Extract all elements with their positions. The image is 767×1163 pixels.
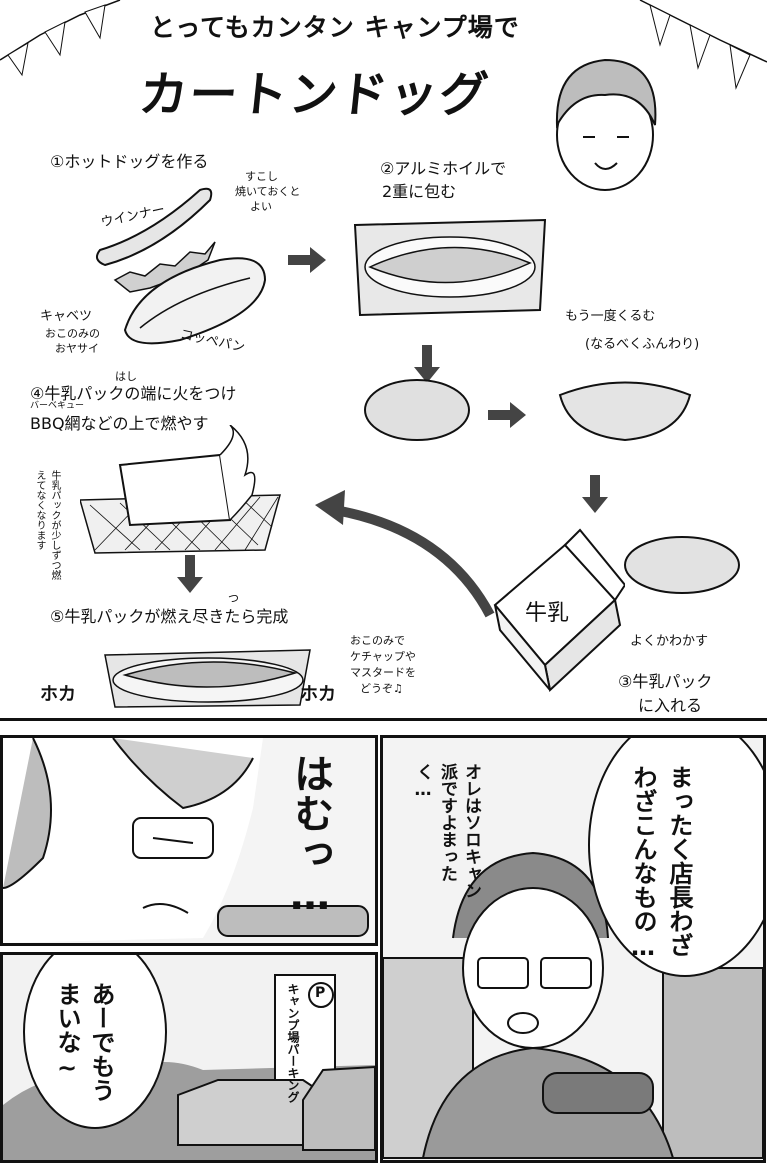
burning-carton-illustration — [80, 425, 281, 554]
eating-character-illustration — [3, 738, 369, 943]
curved-arrow-icon — [315, 490, 495, 618]
hoka-sfx-right: ホカ — [300, 684, 336, 705]
panel-character-eating: まったく店長わざわざこんなもの… オレはソロキャン派ですよまったく… — [380, 735, 766, 1163]
step-1-label: ①ホットドッグを作る — [50, 152, 209, 171]
recipe-header: とってもカンタン キャンプ場で — [150, 13, 520, 42]
arrow-down-icon — [414, 345, 440, 383]
panel-eating-closeup: はむっ… — [0, 735, 378, 946]
wiener-note-1: すこし — [245, 170, 278, 183]
hoka-sfx-left: ホカ — [40, 684, 76, 705]
sauce-note-3: マスタードを — [350, 666, 416, 679]
speech-right-text: まったく店長わざわざこんなもの… — [629, 765, 693, 961]
step-3-label-line1: ③牛乳パック — [618, 672, 713, 691]
carton-text: 牛乳 — [525, 601, 569, 626]
foil-wrapped-piece-illustration — [624, 536, 740, 594]
sauce-note-1: おこのみで — [350, 634, 405, 647]
sauce-note-2: ケチャップや — [350, 650, 416, 663]
burning-note: 牛乳パックが少しずつ燃えてなくなります — [34, 470, 60, 580]
rewrap-label-2: (なるべくふんわり) — [585, 337, 700, 352]
hotdog-ingredients-illustration — [95, 187, 267, 345]
recipe-section: とってもカンタン キャンプ場で カートンドッグ ①ホットドッグを作る ウインナー… — [0, 0, 767, 715]
foil-loose-wrap-illustration — [558, 381, 692, 442]
speech-bubble-right: まったく店長わざわざこんなもの… — [588, 738, 763, 977]
milk-carton-illustration: 牛乳 — [493, 528, 625, 692]
recipe-title: カートンドッグ — [136, 67, 493, 123]
wiener-note-2: 焼いておくと — [235, 185, 301, 198]
step-4-ruby-2: バーベキュー — [30, 401, 85, 411]
character-portrait — [555, 58, 657, 191]
step-3-label-line2: に入れる — [638, 696, 703, 715]
bunting-decoration — [0, 0, 767, 90]
step-5-label: ⑤牛乳パックが燃え尽きたら完成 — [50, 607, 289, 626]
cabbage-note-1: おこのみの — [45, 327, 100, 340]
step-2-label-line2: 2重に包む — [382, 182, 457, 201]
sauce-note-4: どうぞ♫ — [360, 682, 403, 695]
foil-wrapped-hotdog-illustration — [353, 218, 547, 317]
speech-left-text: あーでもうまいな~ — [53, 982, 115, 1102]
rewrap-label-1: もう一度くるむ — [565, 309, 656, 324]
speech-mid-text: オレはソロキャン派ですよまったく… — [413, 763, 481, 899]
step-2-label-line1: ②アルミホイルで — [380, 159, 507, 178]
fits-note: よくかわかす — [630, 634, 709, 649]
arrow-down-icon — [582, 475, 608, 513]
arrow-right-icon — [288, 247, 326, 273]
parking-sign-text: キャンプ場パーキング — [286, 983, 300, 1103]
parking-sign-p: P — [315, 985, 326, 1001]
section-divider — [0, 718, 767, 721]
step-4-label-line1: ④牛乳パックの端に火をつけ — [30, 384, 237, 403]
step-5-ruby: つ — [228, 592, 239, 605]
foil-ball-illustration — [364, 379, 470, 441]
wiener-note-3: よい — [250, 200, 272, 213]
panel-parking-lot: キャンプ場パーキング P あーでもうまいな~ — [0, 952, 378, 1163]
cabbage-note-2: おヤサイ — [55, 342, 99, 355]
speech-bubble-left: あーでもうまいな~ — [23, 955, 167, 1129]
cabbage-label: キャベツ — [40, 309, 93, 324]
arrow-right-icon — [488, 402, 526, 428]
finished-hotdog-illustration — [104, 649, 311, 708]
step-4-label-line2: BBQ網などの上で燃やす — [30, 414, 209, 433]
step-4-ruby: はし — [115, 370, 137, 383]
arrow-down-icon — [177, 555, 203, 593]
sfx-hamu: はむっ… — [287, 753, 333, 919]
